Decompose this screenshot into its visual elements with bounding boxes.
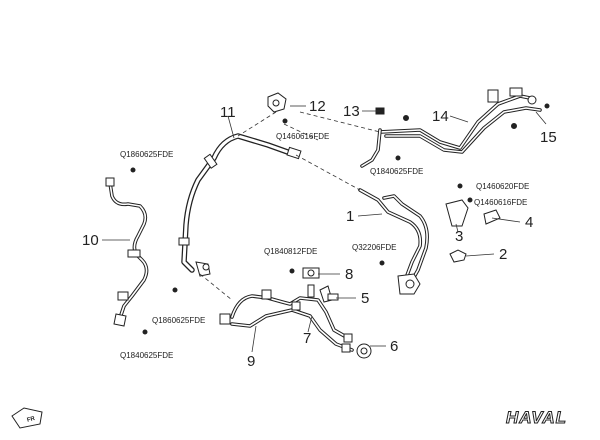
callout-15: 15 — [540, 129, 557, 146]
callout-3: 3 — [455, 228, 463, 245]
code-q1840812: Q1840812FDE — [264, 247, 317, 256]
callout-8: 8 — [345, 266, 353, 283]
callout-6: 6 — [390, 338, 398, 355]
part-10-hose — [105, 167, 178, 335]
callout-14: 14 — [432, 108, 449, 125]
part-8-clip — [289, 267, 320, 298]
assembly-dashed-lines — [199, 111, 381, 301]
callout-4: 4 — [525, 214, 533, 231]
part-3-bracket — [445, 183, 469, 227]
fr-arrow-icon — [11, 407, 43, 429]
callout-2: 2 — [499, 246, 507, 263]
part-14-upper-pipe — [360, 87, 550, 168]
code-q1860625-bottom: Q1860625FDE — [152, 316, 205, 325]
callout-9: 9 — [247, 353, 255, 370]
brand-logo: HAVAL — [506, 408, 567, 428]
part-4-clip — [467, 197, 501, 225]
code-q1840625-mid: Q1840625FDE — [370, 167, 423, 176]
callout-1: 1 — [346, 208, 354, 225]
callout-13: 13 — [343, 103, 360, 120]
part-6-fitting — [356, 343, 372, 359]
callout-7: 7 — [303, 330, 311, 347]
part-2-clamp — [449, 249, 467, 263]
fr-label: FR — [26, 416, 36, 424]
part-7-9-hose-assembly — [219, 289, 354, 353]
code-q32206: Q32206FDE — [352, 243, 396, 252]
callout-11: 11 — [220, 104, 236, 121]
callout-numbers: 1 2 3 4 5 6 7 8 9 10 11 12 13 14 15 — [82, 98, 557, 370]
part-12-bracket — [267, 92, 288, 124]
callout-12: 12 — [309, 98, 326, 115]
direction-marker: FR — [11, 407, 43, 429]
code-q1460616-right: Q1460616FDE — [474, 198, 527, 207]
code-q1460616-top: Q1460616FDE — [276, 132, 329, 141]
code-q1840625-bottom: Q1840625FDE — [120, 351, 173, 360]
part-1-brake-pipe — [358, 188, 429, 295]
brand-logo-text: HAVAL — [506, 408, 567, 427]
code-q1860625-top: Q1860625FDE — [120, 150, 173, 159]
leader-lines — [102, 105, 547, 353]
code-q1460620: Q1460620FDE — [476, 182, 529, 191]
callout-5: 5 — [361, 290, 369, 307]
part-5-connector — [319, 285, 339, 303]
callout-10: 10 — [82, 232, 99, 249]
fastener-codes: Q1860625FDE Q1460616FDE Q1840625FDE Q146… — [120, 132, 529, 360]
